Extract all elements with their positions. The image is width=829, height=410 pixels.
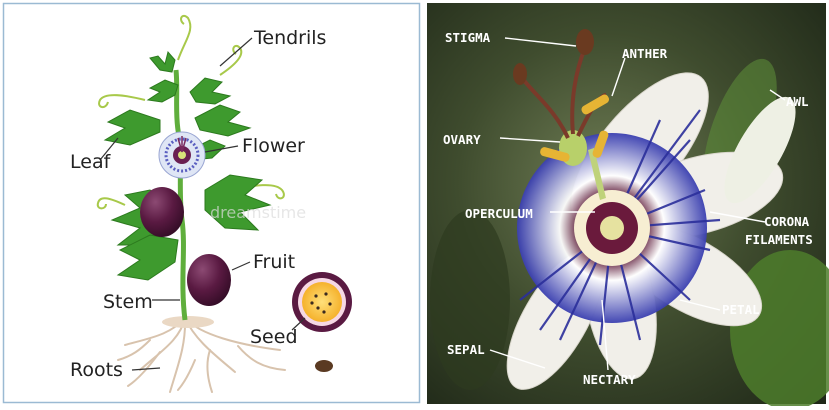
label-flower: Flower: [242, 135, 305, 157]
seed-illustration: [315, 360, 333, 372]
label-leaf: Leaf: [70, 151, 112, 173]
stigma-illustration-2: [513, 63, 527, 85]
label-tendrils: Tendrils: [253, 27, 326, 49]
stigma-illustration: [576, 29, 594, 55]
androgynophore-base: [600, 216, 624, 240]
fruit-illustration: [187, 254, 231, 306]
label-roots: Roots: [70, 359, 123, 381]
label-sepal: SEPAL: [447, 342, 485, 357]
label-fruit: Fruit: [253, 251, 295, 273]
label-awl: AWL: [786, 94, 809, 109]
background-shadow: [430, 210, 510, 390]
soil-mound: [162, 316, 214, 328]
label-corona: CORONA: [764, 214, 810, 229]
watermark-text: dreamstime: [210, 203, 306, 222]
label-petal: PETAL: [722, 302, 760, 317]
label-stigma: STIGMA: [445, 30, 491, 45]
label-ovary: OVARY: [443, 132, 481, 147]
label-stem: Stem: [103, 291, 153, 313]
label-filaments: FILAMENTS: [745, 232, 813, 247]
label-operculum: OPERCULUM: [465, 206, 533, 221]
label-seed: Seed: [250, 326, 298, 348]
label-nectary: NECTARY: [583, 372, 636, 387]
plant-diagram-panel: dreamstime Tendrils Flower Leaf Fruit St…: [4, 4, 420, 403]
label-anther: ANTHER: [622, 46, 668, 61]
fruit-illustration-upper: [140, 187, 184, 237]
flower-illustration: [159, 132, 205, 178]
cut-fruit-illustration: [292, 272, 352, 332]
flower-photo-panel: STIGMA ANTHER AWL OVARY OPERCULUM CORONA…: [427, 3, 829, 406]
